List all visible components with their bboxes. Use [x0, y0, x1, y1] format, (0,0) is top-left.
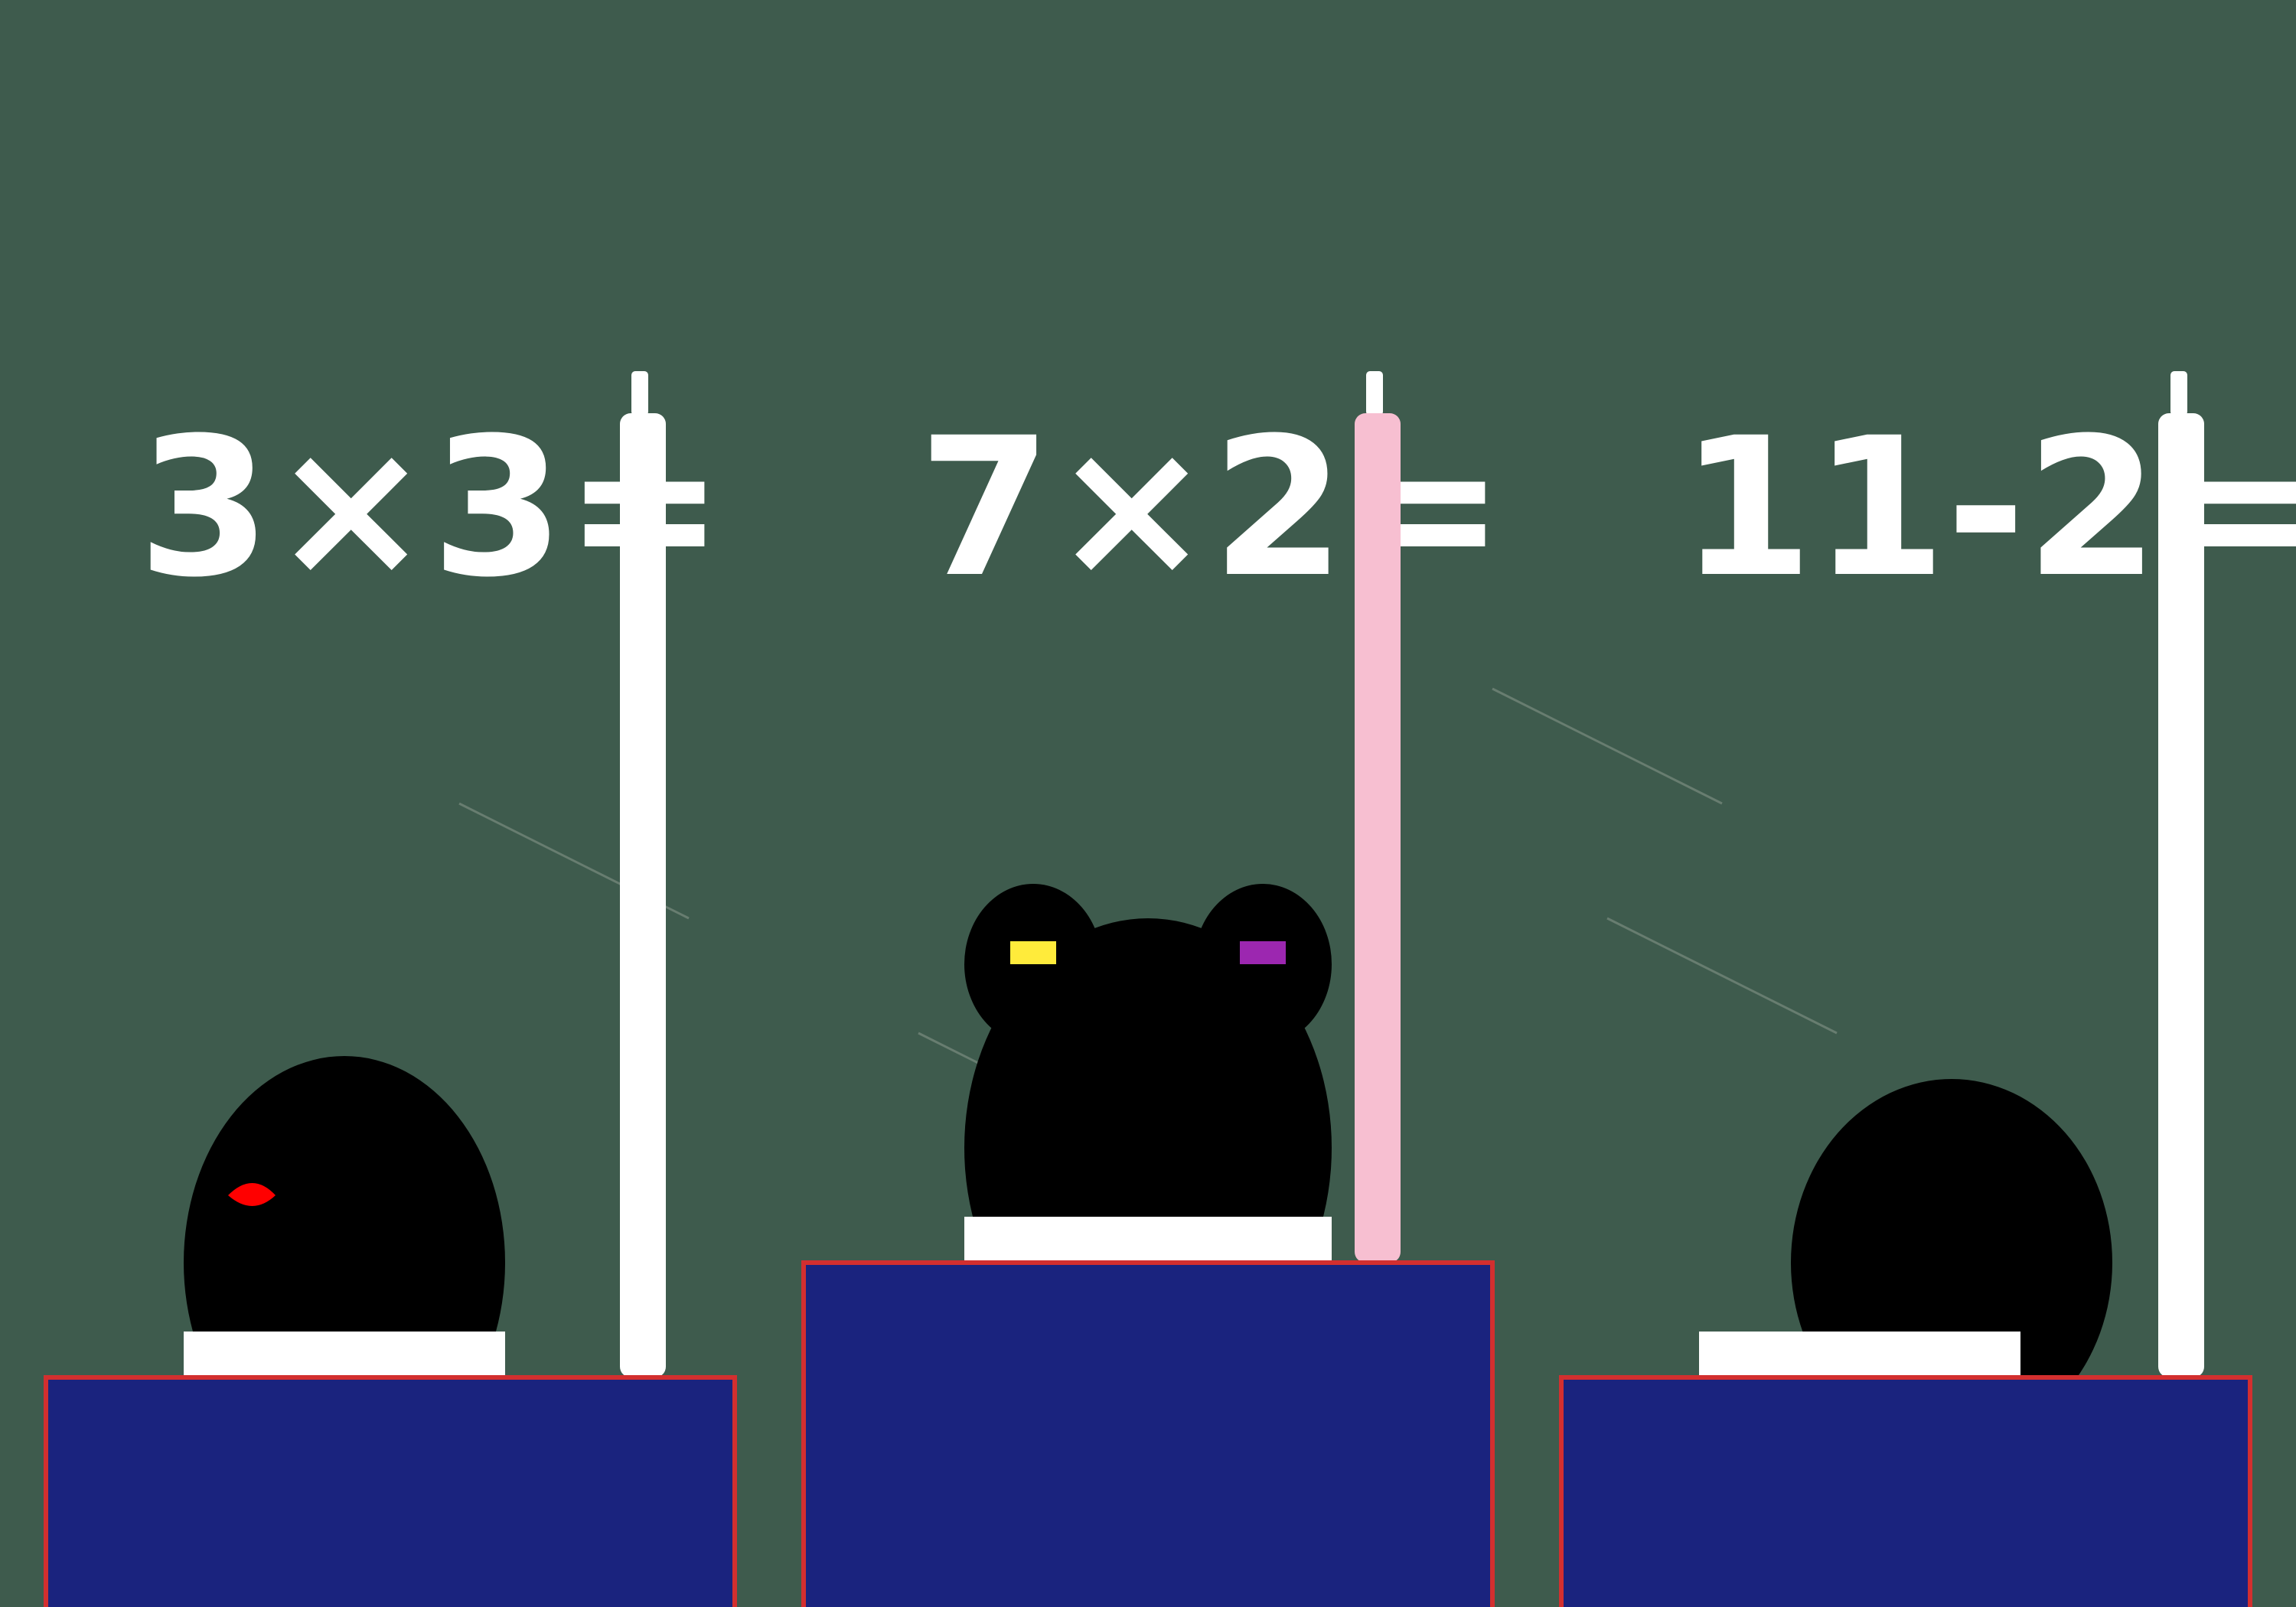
chalk-stick-center-tip [1366, 371, 1383, 416]
chalk-stick-right-body [2158, 413, 2204, 1377]
equation-center: 7×2= [918, 396, 1505, 619]
figure-left-eye [228, 1183, 276, 1206]
figure-center-eye-left [1010, 941, 1056, 964]
podium-left [44, 1375, 737, 1607]
chalk-smudge-line [918, 1032, 980, 1065]
figure-center-eye-right [1240, 941, 1286, 964]
chalk-stick-left [620, 371, 666, 1377]
chalk-stick-center-body [1355, 413, 1401, 1263]
figure-center-collar [964, 1217, 1332, 1263]
podium-right [1559, 1375, 2252, 1607]
chalk-stick-right [2158, 371, 2204, 1377]
figure-left-collar [184, 1332, 505, 1377]
chalk-stick-center [1355, 371, 1401, 1263]
chalk-stick-left-body [620, 413, 666, 1377]
figure-right-collar [1699, 1332, 2020, 1377]
chalk-stick-right-tip [2170, 371, 2187, 416]
chalk-smudge-line [1606, 917, 1838, 1035]
figure-left [184, 1056, 505, 1469]
chalk-stick-left-tip [631, 371, 648, 416]
figure-right [1699, 1079, 2112, 1446]
chalk-smudge-line [1492, 687, 1723, 805]
podium-center [801, 1260, 1495, 1607]
